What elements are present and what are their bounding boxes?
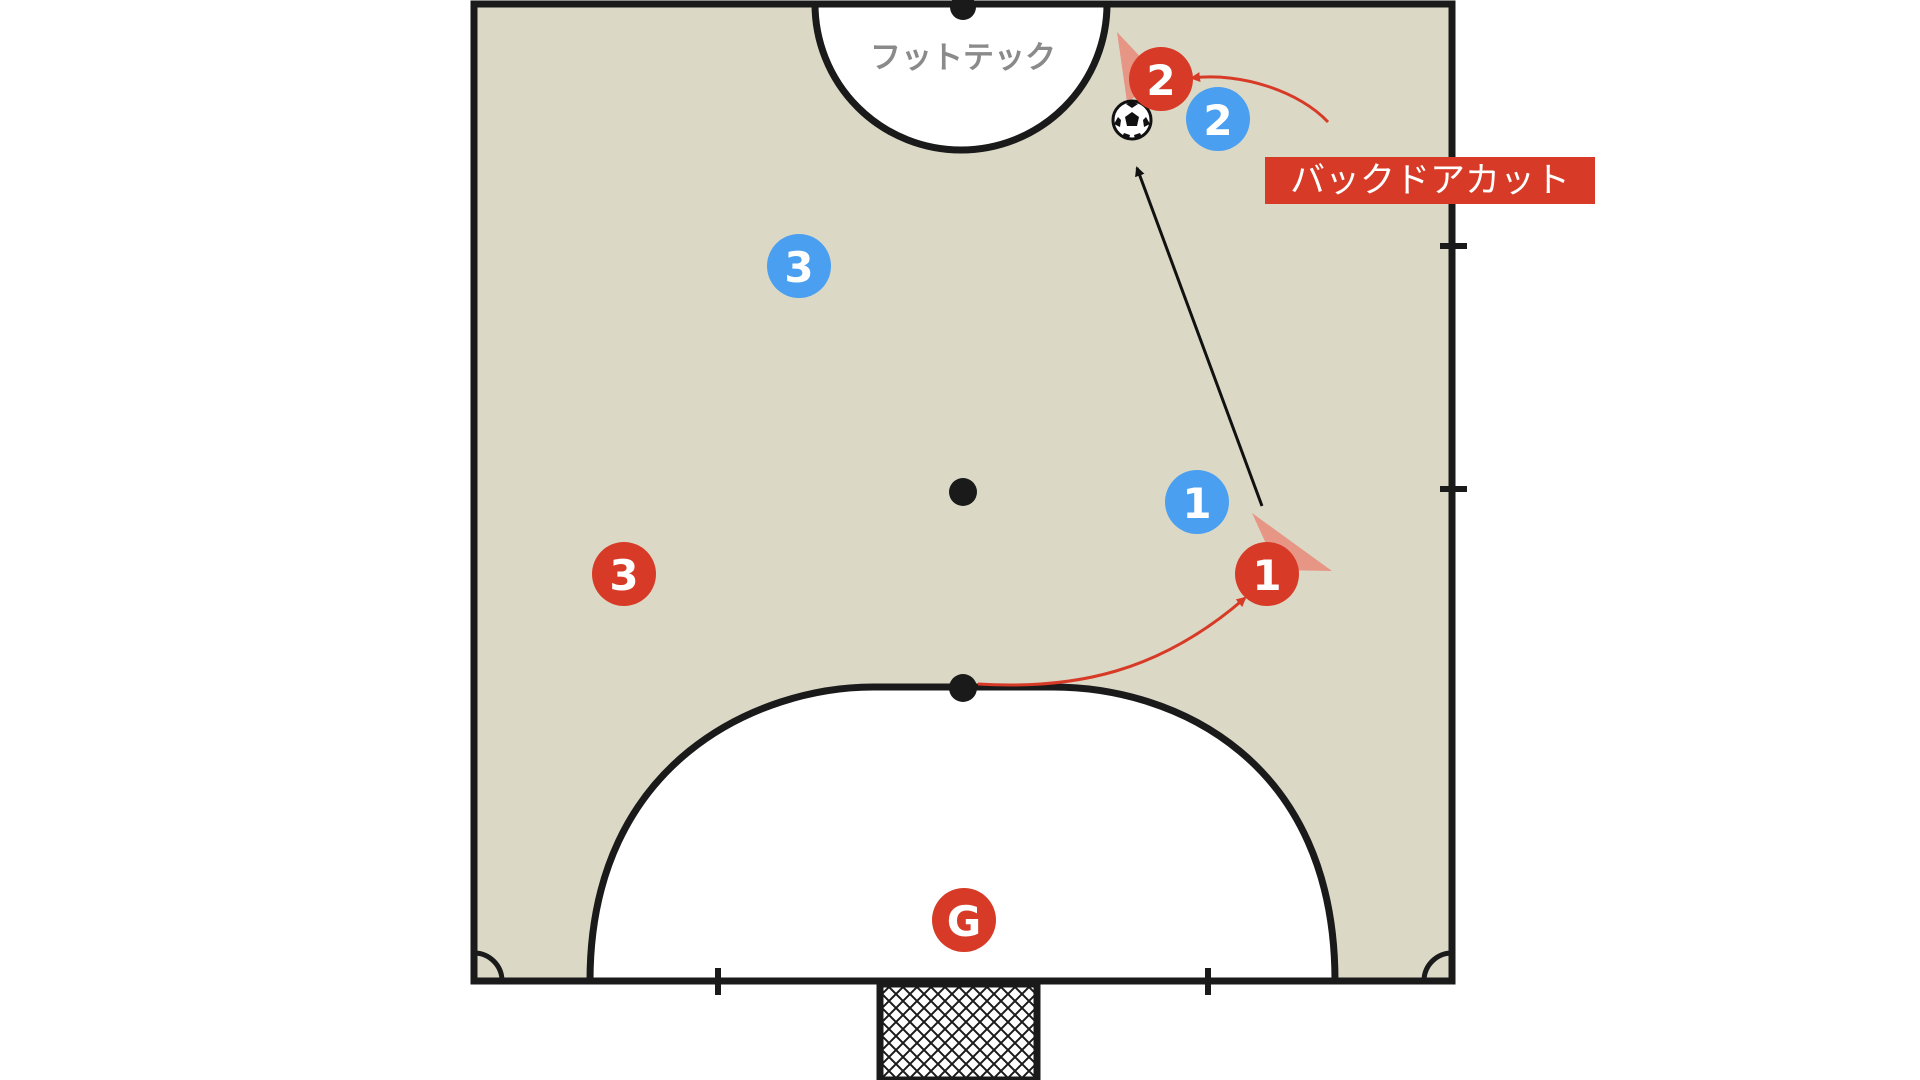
- goalkeeper: G: [932, 888, 996, 952]
- goal-net: [876, 980, 1041, 1080]
- attacker-2: 2: [1129, 47, 1193, 111]
- defender-1-number: 1: [1182, 479, 1211, 528]
- attacker-2-number: 2: [1146, 56, 1175, 105]
- run-arrow-attacker-1: [977, 596, 1247, 687]
- defender-1: 1: [1165, 470, 1229, 534]
- penalty-area: [586, 683, 1339, 985]
- corner-arc-right: [1421, 950, 1453, 982]
- defender-2-number: 2: [1203, 96, 1232, 145]
- goalkeeper-label: G: [947, 897, 981, 946]
- second-penalty-spot: [949, 478, 977, 506]
- penalty-spot: [949, 674, 977, 702]
- attacker-3: 3: [592, 542, 656, 606]
- attacker-1: 1: [1235, 542, 1299, 606]
- defender-3: 3: [767, 234, 831, 298]
- annotation-box: [1265, 157, 1595, 204]
- pass-arrow: [1135, 166, 1264, 507]
- attacker-1-number: 1: [1252, 551, 1281, 600]
- court-label: フットテック: [870, 40, 1056, 76]
- defender-3-number: 3: [784, 243, 813, 292]
- center-circle: [811, 0, 1111, 154]
- soccer-ball-icon: [1111, 99, 1153, 141]
- defender-2: 2: [1186, 87, 1250, 151]
- corner-arc-left: [473, 950, 505, 982]
- center-spot: [950, 0, 976, 20]
- backdoor-cut-arrow: [1190, 72, 1330, 124]
- attacker-3-number: 3: [609, 551, 638, 600]
- annotation-label: バックドアカット: [1290, 161, 1570, 201]
